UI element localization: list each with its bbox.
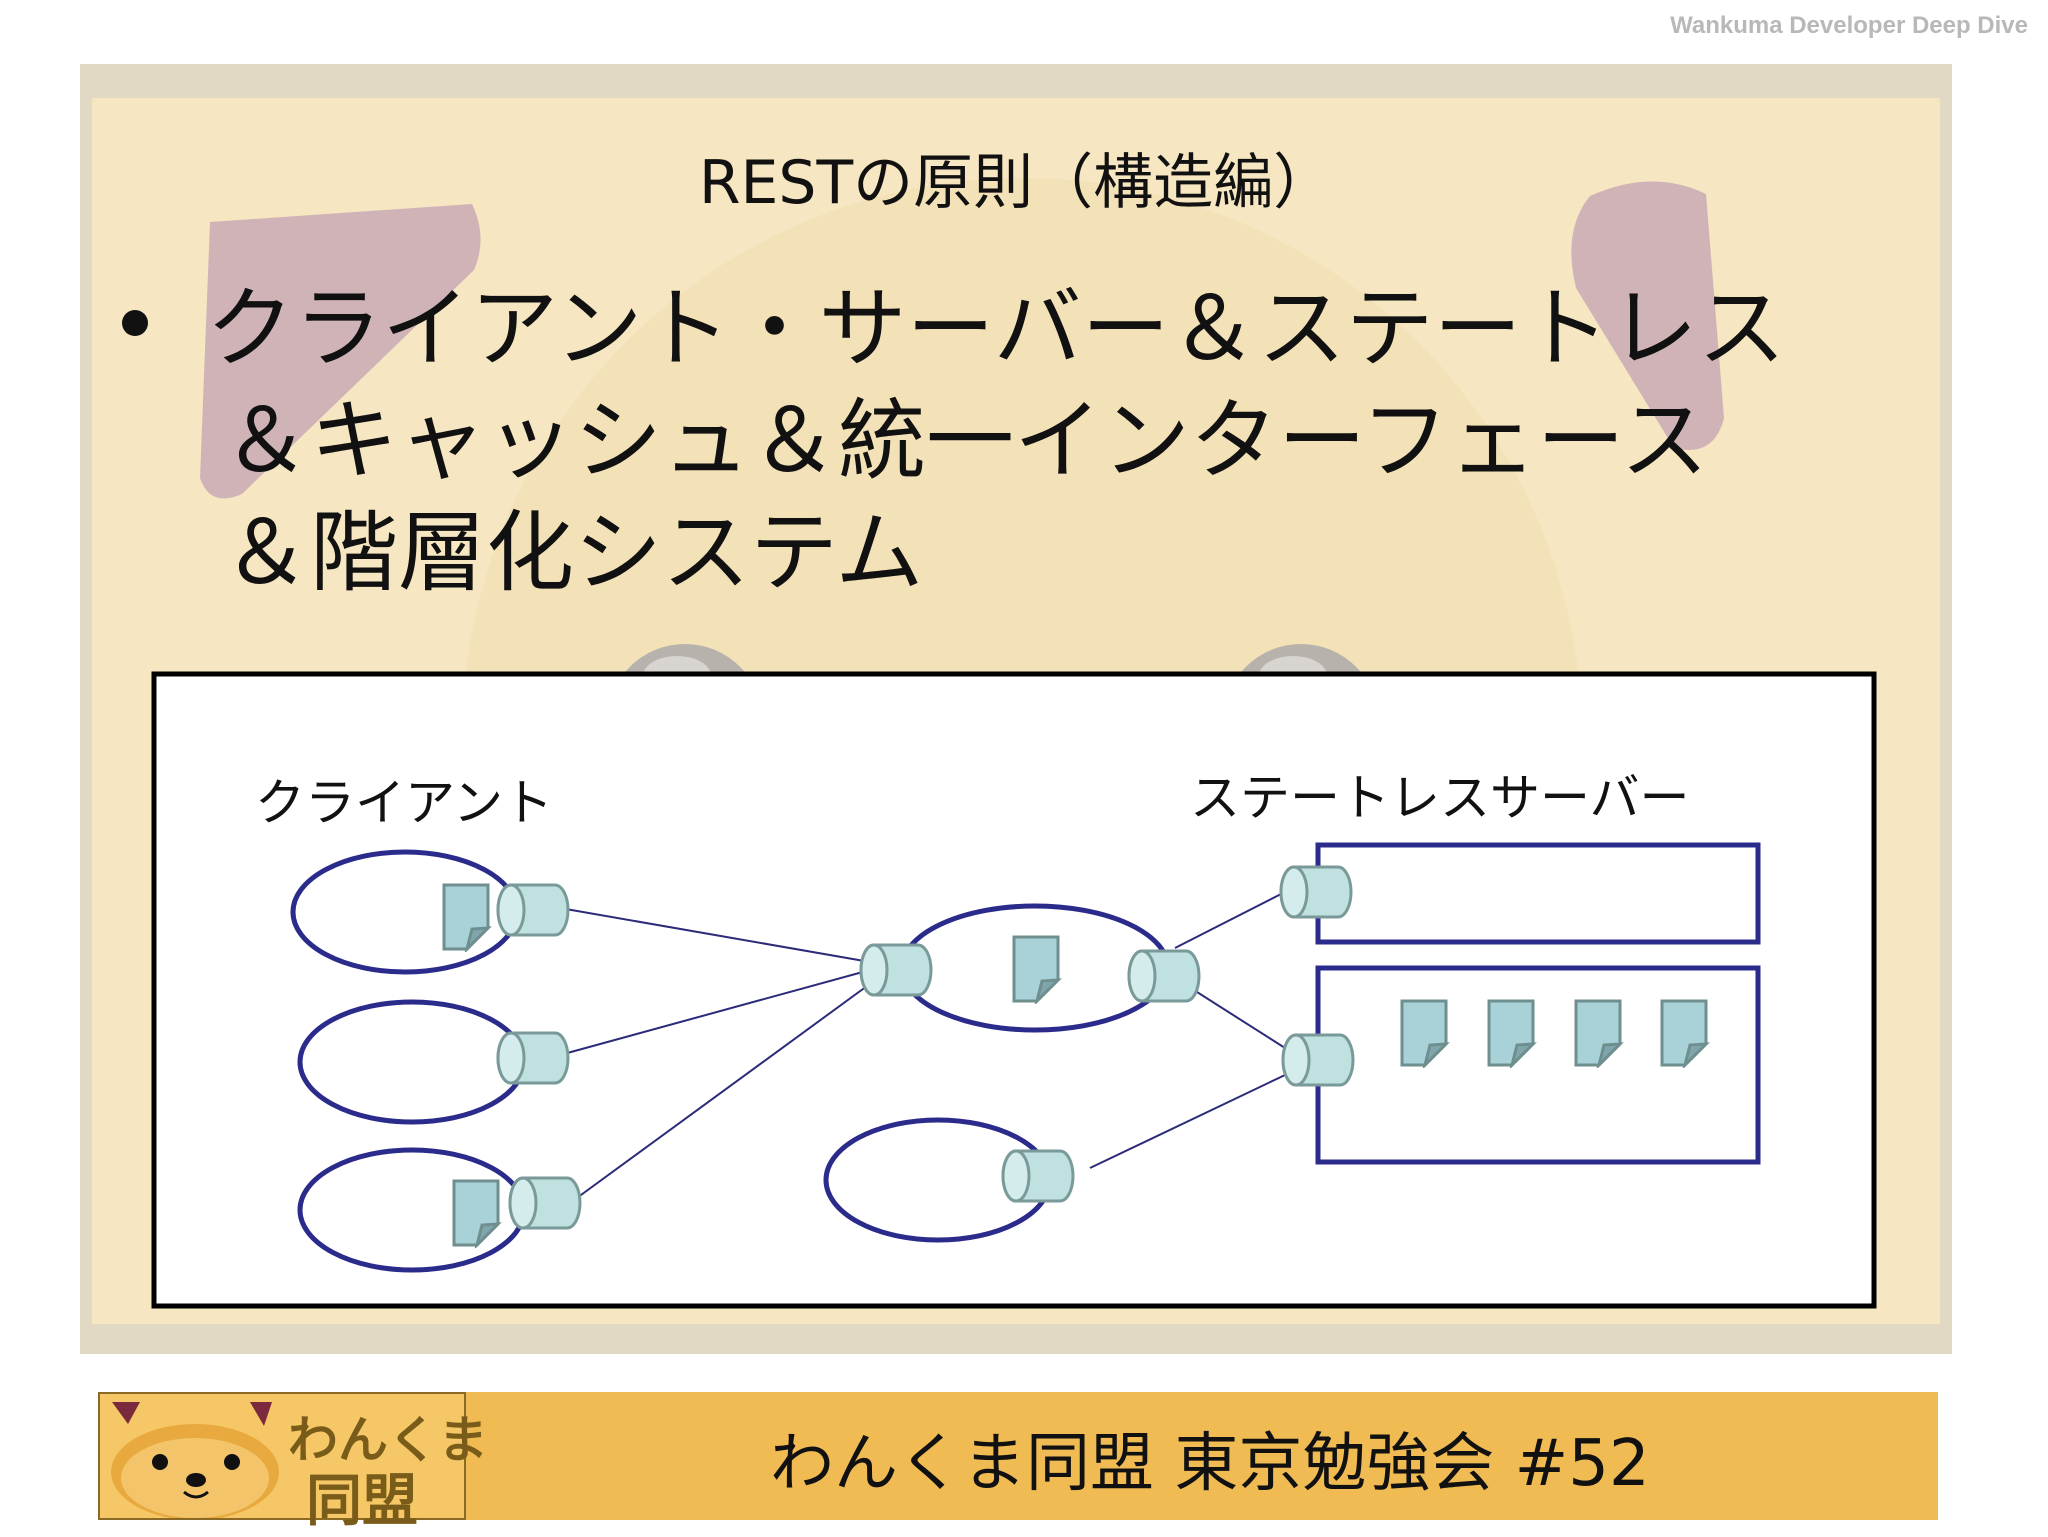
slide-title: RESTの原則（構造編）	[698, 148, 1334, 218]
stateless-server-1	[1315, 842, 1761, 945]
bear-face-icon	[111, 1402, 279, 1518]
bullet-line-3: ＆階層化システム	[222, 501, 924, 604]
rest-architecture-diagram: クライアント ステートレスサーバー	[151, 671, 1877, 1309]
connector-icon	[1001, 1149, 1075, 1203]
connector-icon	[496, 1031, 570, 1085]
connector-icon	[1127, 949, 1201, 1003]
bear-left-ear	[200, 204, 481, 499]
connection-lines	[559, 891, 1286, 1204]
stateless-server-2	[1315, 965, 1761, 1165]
bullet-line-1: クライアント・サーバー＆ステートレス	[206, 277, 1786, 380]
client-label: クライアント	[255, 774, 553, 832]
bullet-icon	[122, 310, 148, 336]
logo-text-line1: わんくま	[288, 1411, 488, 1469]
wankuma-logo: わんくま 同盟	[98, 1392, 488, 1534]
connector-icon	[1281, 1033, 1355, 1087]
logo-text-line2: 同盟	[306, 1469, 418, 1534]
connector-icon	[1279, 865, 1353, 919]
connector-icon	[859, 943, 933, 997]
header-caption: Wankuma Developer Deep Dive	[1670, 12, 2028, 39]
bear-right-ear	[1571, 181, 1724, 450]
connector-icon	[508, 1176, 582, 1230]
connector-icon	[496, 883, 570, 937]
footer-title: わんくま同盟 東京勉強会 #52	[770, 1427, 1650, 1501]
server-label: ステートレスサーバー	[1190, 769, 1690, 827]
bullet-line-2: ＆キャッシュ＆統一インターフェース	[222, 389, 1709, 492]
